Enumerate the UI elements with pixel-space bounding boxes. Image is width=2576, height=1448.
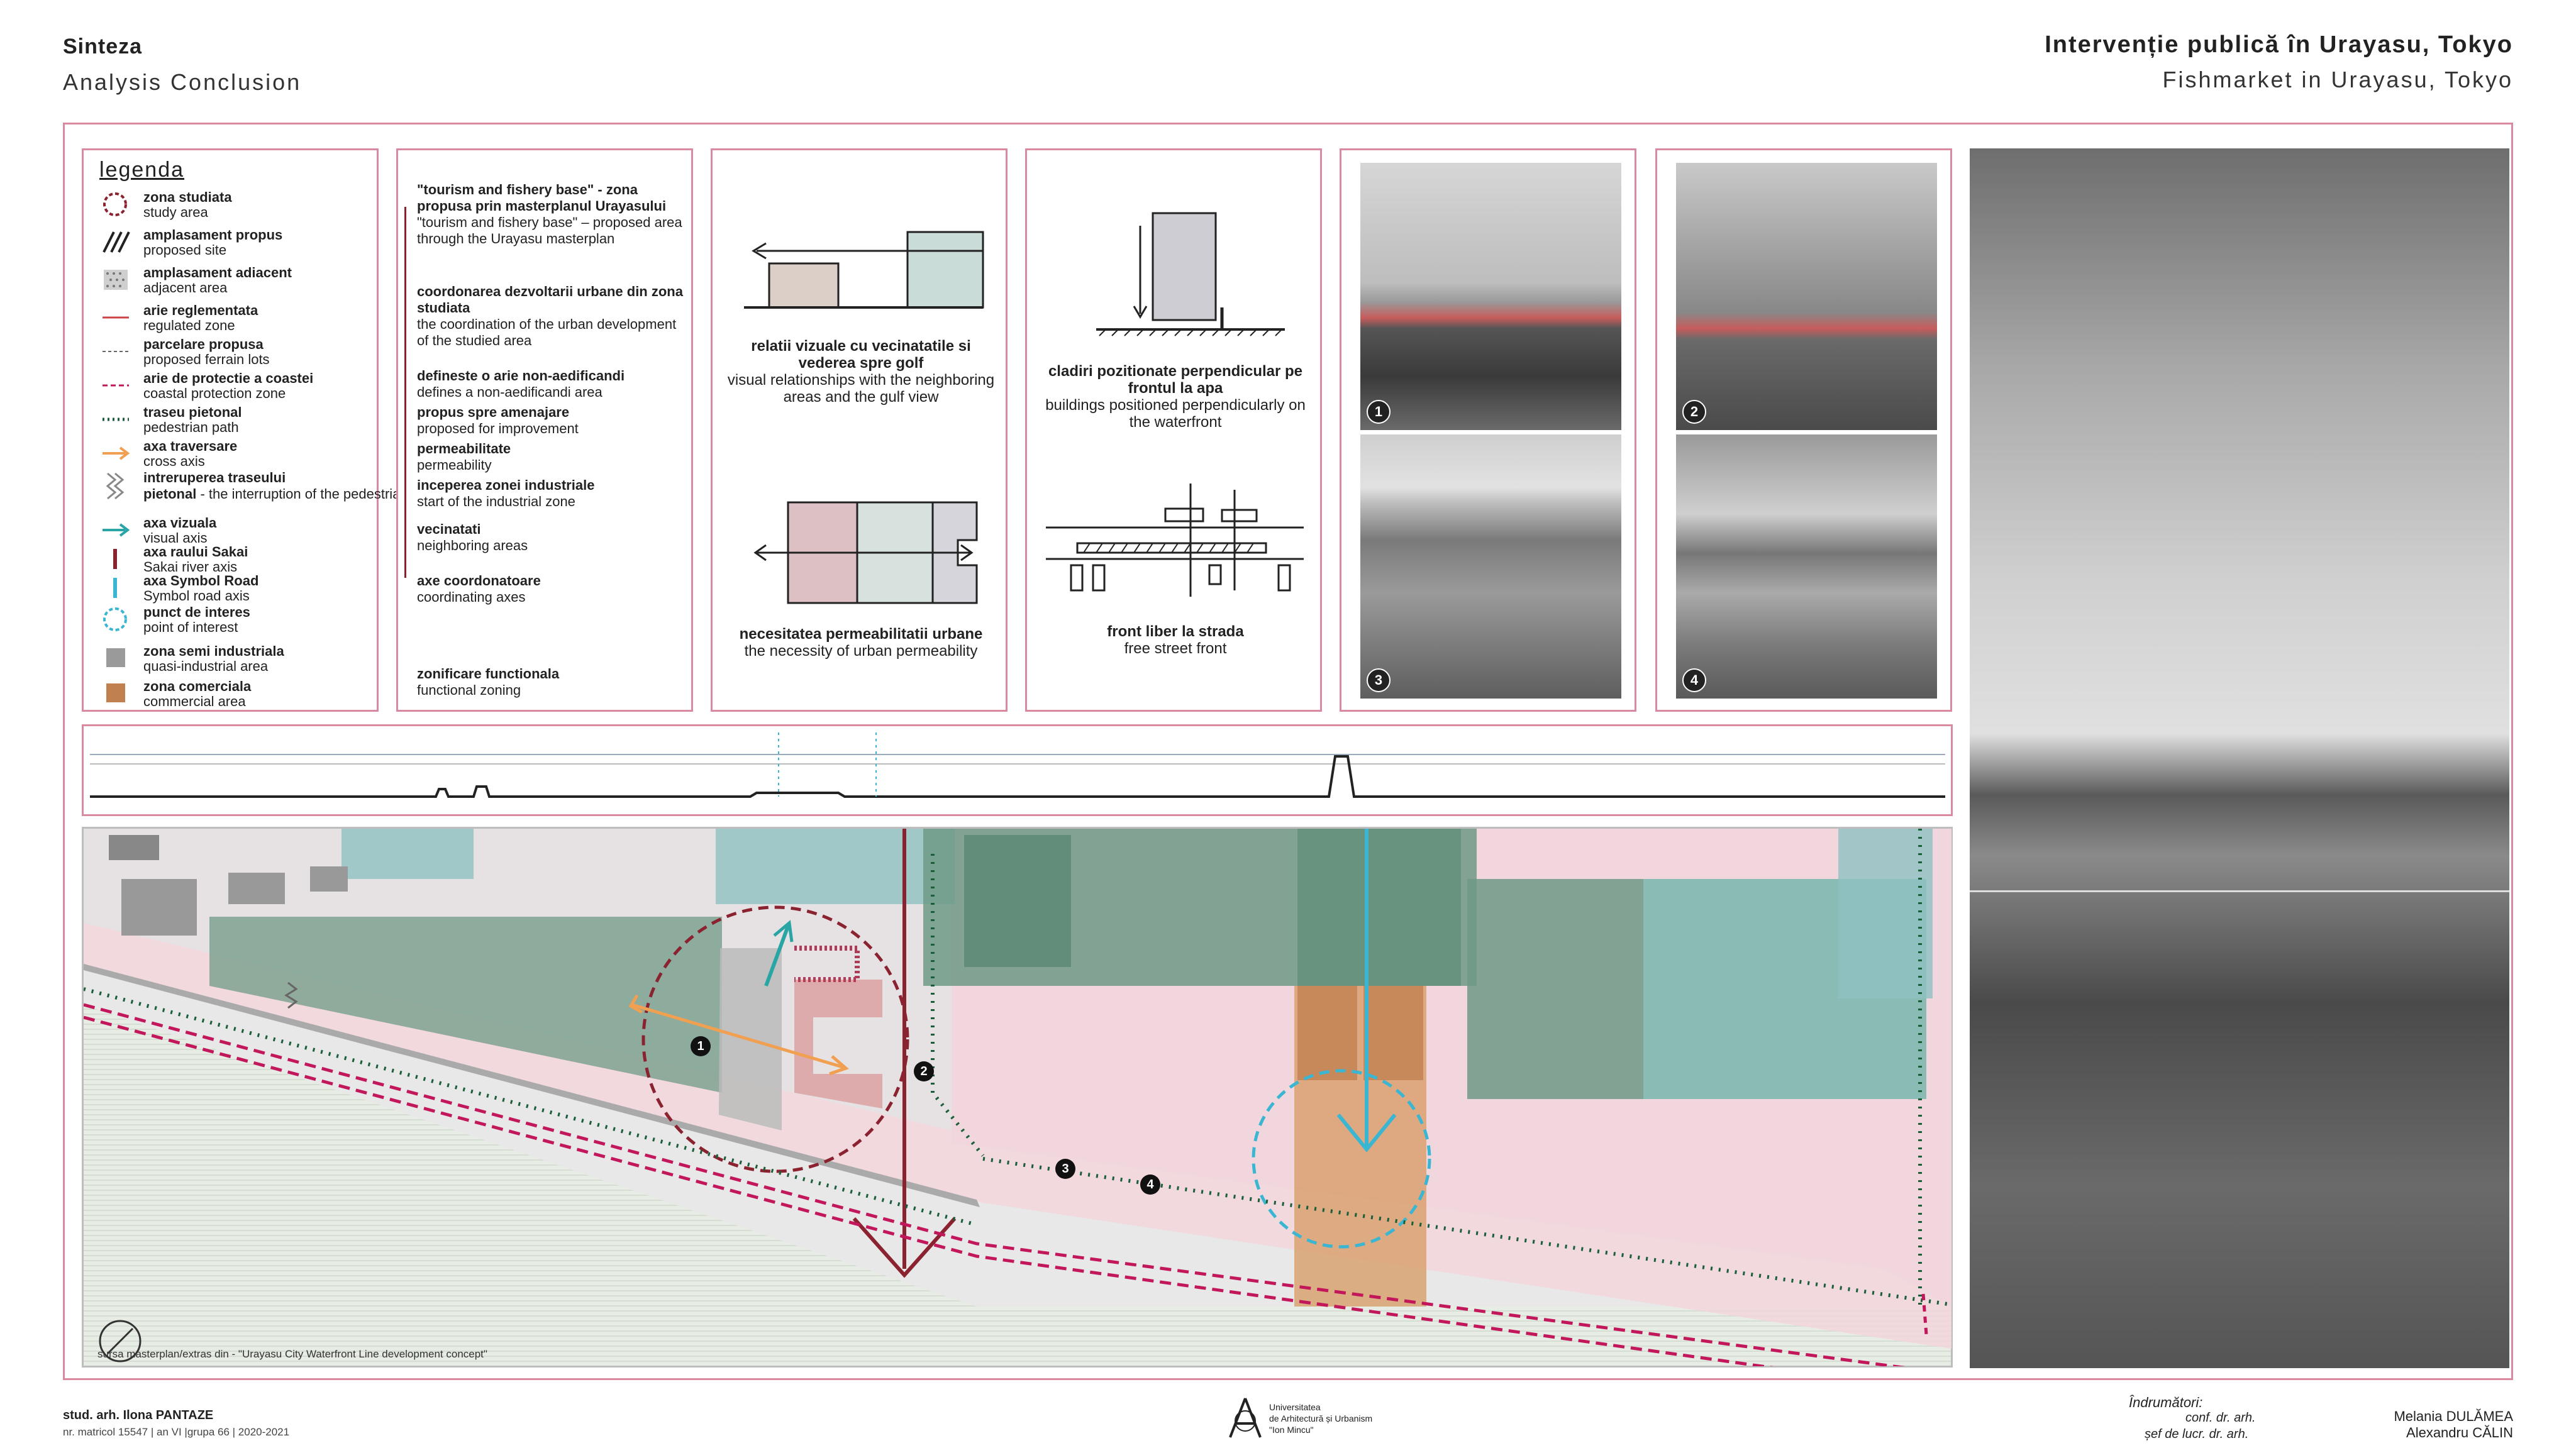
- notes-axis-line: [404, 207, 406, 578]
- section-strip: [82, 724, 1953, 816]
- teal-arrow-icon: [103, 523, 130, 537]
- note-item: coordonarea dezvoltarii urbane din zona …: [417, 284, 683, 348]
- site-photo-4: 4: [1676, 434, 1937, 699]
- diagram-caption-4: front liber la strada free street front: [1107, 623, 1244, 657]
- note-item: zonificare functionala functional zoning: [417, 666, 560, 698]
- student-name: stud. arh. Ilona PANTAZE: [63, 1408, 214, 1422]
- note-item: inceperea zonei industriale start of the…: [417, 477, 595, 509]
- legend-title: legenda: [99, 158, 185, 182]
- note-item: "tourism and fishery base" - zona propus…: [417, 182, 682, 246]
- red-dashed-line-icon: [103, 384, 129, 387]
- photo-panel-a: 1 3: [1340, 148, 1636, 712]
- project-title: Intervenție publică în Urayasu, Tokyo: [2045, 31, 2513, 58]
- masterplan-map: 1 2 3 4 sursa masterplan/extras din - "U…: [82, 827, 1953, 1368]
- tutor1-name: Melania DULĂMEA: [2394, 1408, 2513, 1424]
- map-marker-2: 2: [914, 1061, 934, 1081]
- note-item: axe coordonatoare coordinating axes: [417, 573, 541, 605]
- site-photo-3: 3: [1360, 434, 1621, 699]
- project-subtitle: Fishmarket in Urayasu, Tokyo: [2162, 67, 2513, 92]
- diagram-caption-2: necesitatea permeabilitatii urbane the n…: [739, 626, 983, 660]
- map-source-note: sursa masterplan/extras din - "Urayasu C…: [97, 1348, 487, 1360]
- diagram-caption-3: cladiri pozitionate perpendicular pe fro…: [1045, 363, 1306, 431]
- sheet-subtitle: Analysis Conclusion: [63, 69, 302, 95]
- dotted-line-icon: [103, 417, 129, 421]
- sheet-title: Sinteza: [63, 35, 143, 58]
- tutor1-role: conf. dr. arh.: [2185, 1411, 2256, 1425]
- dashed-line-icon: [103, 351, 129, 352]
- main-frame: [63, 123, 2513, 1380]
- section-profile: [90, 732, 1945, 798]
- diagram-panel-b: cladiri pozitionate perpendicular pe fro…: [1025, 148, 1322, 712]
- dots-icon: [104, 270, 128, 290]
- dashed-circle-icon: [103, 192, 127, 216]
- student-details: nr. matricol 15547 | an VI |grupa 66 | 2…: [63, 1426, 290, 1438]
- diagram-caption-1: relatii vizuale cu vecinatatile si veder…: [727, 338, 995, 406]
- university-logo-icon: [1229, 1398, 1262, 1438]
- hatch-icon: [103, 231, 130, 253]
- perpendicular-buildings-diagram: [1096, 212, 1285, 336]
- permeability-diagram: [753, 501, 978, 604]
- note-item: permeabilitate permeability: [417, 441, 511, 473]
- diagram-panel-a: relatii vizuale cu vecinatatile si veder…: [711, 148, 1008, 712]
- blue-bar-icon: [113, 578, 117, 598]
- legend-panel: legenda zona studiata study area amplasa…: [82, 148, 439, 712]
- tutors-label: Îndrumători:: [2129, 1395, 2203, 1410]
- site-photo-2: 2: [1676, 163, 1937, 430]
- map-marker-3: 3: [1055, 1159, 1075, 1179]
- red-line-icon: [103, 316, 129, 319]
- university-logo: Universitatea de Arhitectură și Urbanism…: [1226, 1396, 1372, 1440]
- red-bar-icon: [113, 549, 117, 569]
- notes-panel: "tourism and fishery base" - zona propus…: [396, 148, 693, 712]
- grey-square-icon: [106, 648, 125, 667]
- visual-relations-diagram: [744, 231, 984, 309]
- map-marker-1: 1: [691, 1036, 711, 1056]
- tutor2-name: Alexandru CĂLIN: [2406, 1425, 2513, 1440]
- map-drawing: [84, 829, 1951, 1366]
- orange-square-icon: [106, 683, 125, 702]
- orange-arrow-icon: [103, 446, 130, 460]
- photo-panel-b: 2 4: [1655, 148, 1952, 712]
- zigzag-icon: [106, 472, 125, 500]
- site-photo-1: 1: [1360, 163, 1621, 430]
- note-item: propus spre amenajare proposed for impro…: [417, 404, 579, 436]
- note-item: defineste o arie non-aedificandi defines…: [417, 368, 625, 400]
- map-marker-4: 4: [1140, 1174, 1160, 1195]
- tutor2-role: șef de lucr. dr. arh.: [2145, 1427, 2249, 1441]
- photo-railing: [1970, 890, 2509, 892]
- teal-dashed-circle-icon: [103, 607, 127, 631]
- free-street-front-diagram: [1046, 484, 1304, 597]
- waterfront-photo: [1970, 148, 2509, 1368]
- note-item: vecinatati neighboring areas: [417, 521, 528, 553]
